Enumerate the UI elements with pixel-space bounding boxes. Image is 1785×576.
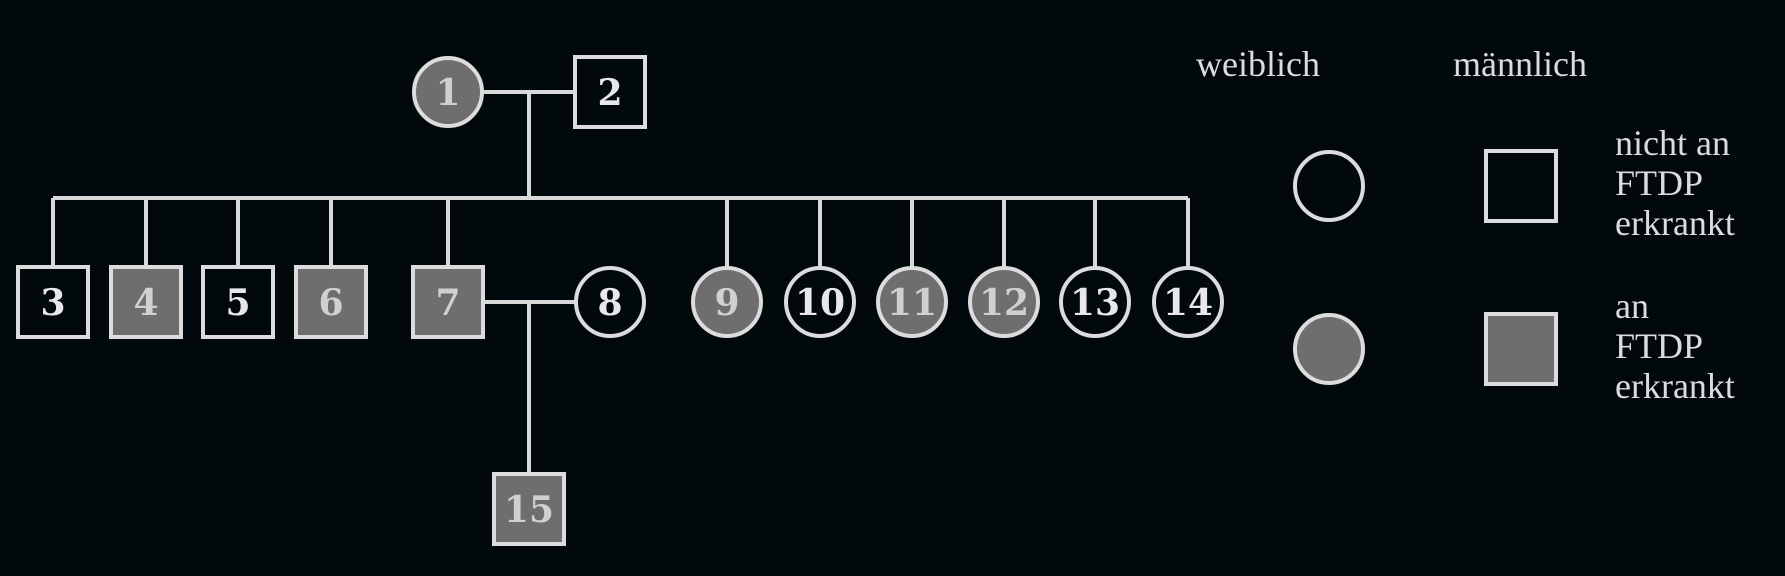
individual-9: 9: [691, 266, 763, 338]
legend-male-unaffected-symbol: [1484, 149, 1558, 223]
legend-male-affected-symbol: [1484, 312, 1558, 386]
individual-6: 6: [294, 265, 368, 339]
individual-10: 10: [784, 266, 856, 338]
individual-number: 12: [979, 282, 1029, 324]
legend-unaffected-line-1: nicht an: [1615, 123, 1730, 163]
female-symbol: [691, 266, 763, 338]
individual-8: 8: [574, 266, 646, 338]
individual-5: 5: [201, 265, 275, 339]
pedigree-lines: [51, 90, 1190, 474]
individual-11: 11: [876, 266, 948, 338]
individual-number: 13: [1070, 282, 1120, 324]
individual-13: 13: [1059, 266, 1131, 338]
individual-number: 6: [318, 282, 343, 324]
legend-female-unaffected-symbol: [1293, 150, 1365, 222]
individual-number: 4: [133, 282, 158, 324]
female-symbol: [574, 266, 646, 338]
individual-number: 5: [225, 282, 250, 324]
legend-female-affected-symbol: [1293, 313, 1365, 385]
legend-unaffected-line-3: erkrankt: [1615, 203, 1735, 243]
male-symbol: [411, 265, 485, 339]
female-symbol: [968, 266, 1040, 338]
legend-affected-label: an FTDP erkrankt: [1615, 286, 1735, 406]
male-symbol: [492, 472, 566, 546]
individual-number: 1: [435, 72, 460, 114]
legend-male-header: männlich: [1453, 44, 1587, 84]
female-symbol: [1059, 266, 1131, 338]
legend-affected-line-2: FTDP: [1615, 326, 1702, 366]
legend: weiblich männlich nicht an FTDP erkrankt…: [1196, 44, 1739, 406]
individual-number: 10: [795, 282, 845, 324]
legend-unaffected-line-2: FTDP: [1615, 163, 1702, 203]
individual-number: 7: [435, 282, 460, 324]
female-symbol: [1152, 266, 1224, 338]
individual-3: 3: [16, 265, 90, 339]
individual-number: 9: [714, 282, 739, 324]
individual-number: 3: [40, 282, 65, 324]
male-symbol: [109, 265, 183, 339]
male-symbol: [294, 265, 368, 339]
individual-2: 2: [573, 55, 647, 129]
individual-1: 1: [412, 56, 484, 128]
male-symbol: [16, 265, 90, 339]
male-symbol: [573, 55, 647, 129]
individual-12: 12: [968, 266, 1040, 338]
individual-number: 11: [887, 282, 937, 324]
individual-14: 14: [1152, 266, 1224, 338]
female-symbol: [412, 56, 484, 128]
female-symbol: [784, 266, 856, 338]
legend-female-header: weiblich: [1196, 44, 1320, 84]
individual-7: 7: [411, 265, 485, 339]
individual-4: 4: [109, 265, 183, 339]
legend-unaffected-label: nicht an FTDP erkrankt: [1615, 123, 1739, 243]
legend-affected-line-1: an: [1615, 286, 1649, 326]
individual-number: 15: [504, 489, 554, 531]
individual-number: 8: [597, 282, 622, 324]
female-symbol: [876, 266, 948, 338]
individual-number: 14: [1163, 282, 1213, 324]
individual-number: 2: [597, 72, 622, 114]
male-symbol: [201, 265, 275, 339]
legend-affected-line-3: erkrankt: [1615, 366, 1735, 406]
individual-15: 15: [492, 472, 566, 546]
